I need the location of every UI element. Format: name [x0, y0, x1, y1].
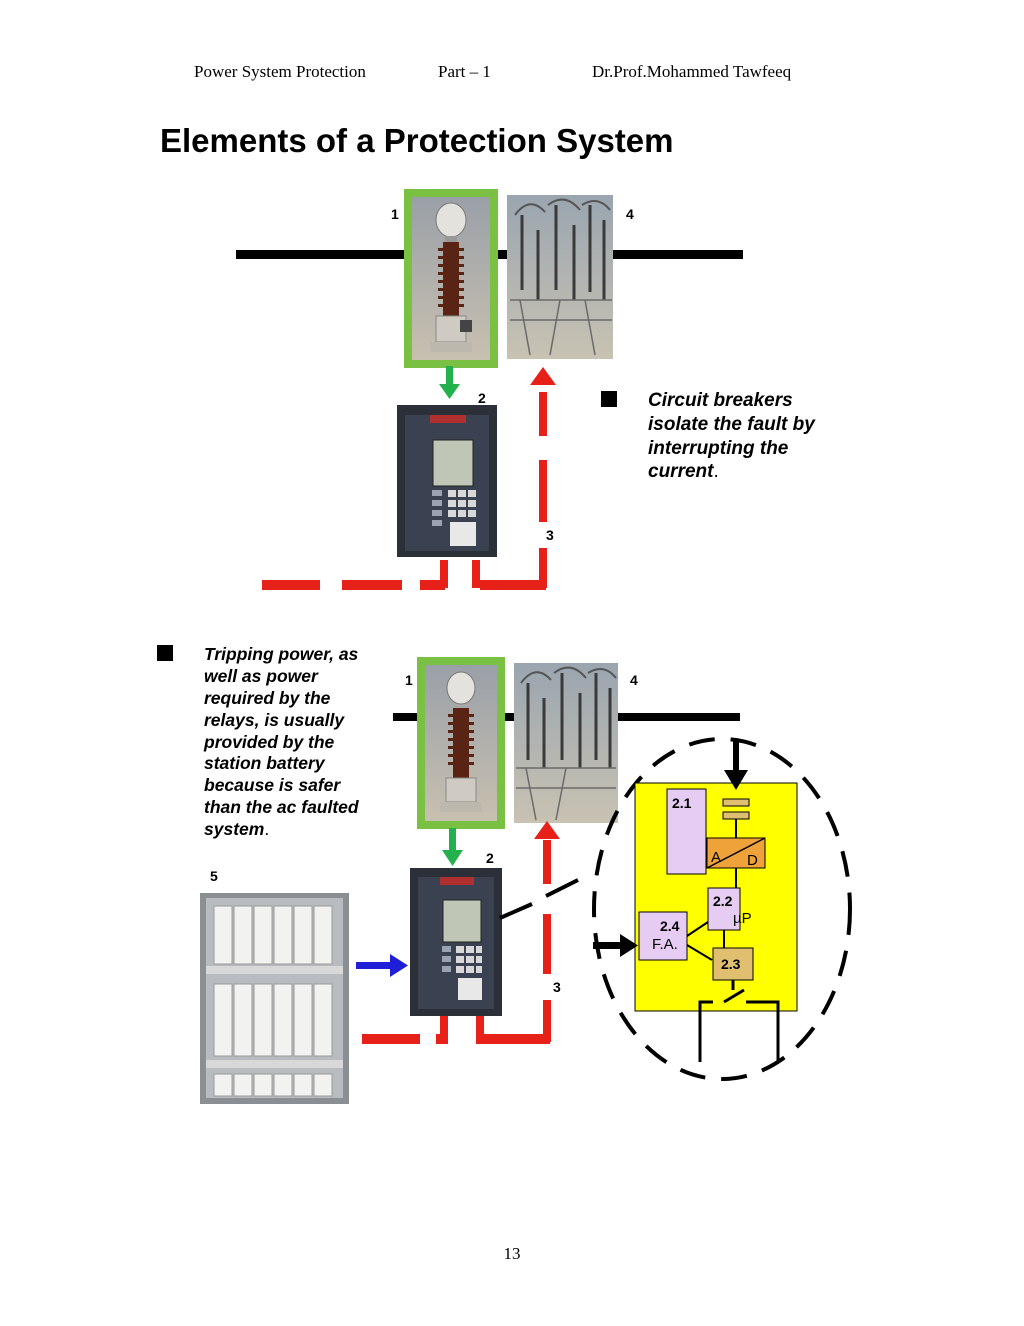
filter-amplifier-label: F.A.	[652, 936, 678, 953]
current-transformer-image	[404, 189, 498, 368]
bullet-line: Tripping power, as	[204, 644, 359, 664]
block-2-2-label: 2.2	[713, 893, 733, 909]
connector	[686, 944, 713, 961]
callout-line	[499, 878, 579, 920]
page-number: 13	[503, 1244, 521, 1263]
input-arrow-icon	[724, 740, 748, 790]
bullet-line: system	[204, 819, 265, 839]
protection-relay-image	[410, 868, 502, 1016]
label-current-transformer: 1	[405, 672, 413, 688]
block-2-2	[707, 887, 741, 931]
ad-converter-block	[706, 837, 766, 869]
page-title: Elements of a Protection System	[160, 122, 674, 159]
bullet-line: isolate the fault by	[648, 413, 815, 435]
block-2-3	[712, 947, 754, 981]
block-2-4-label: 2.4	[660, 918, 680, 934]
input-arrow-icon	[593, 934, 638, 957]
signal-arrow	[442, 828, 463, 866]
station-battery-image	[200, 893, 349, 1104]
zoom-ellipse	[592, 737, 852, 1081]
ad-a-label: A	[711, 849, 722, 866]
block-2-4	[638, 911, 688, 961]
label-circuit-breaker: 4	[630, 672, 638, 688]
label-relay: 2	[478, 390, 486, 406]
battery-supply-arrow	[356, 954, 408, 977]
trip-contact-icon	[698, 980, 780, 1062]
label-relay: 2	[486, 850, 494, 866]
bullet-line: interrupting the	[648, 437, 789, 459]
bullet-line: required by the	[204, 687, 331, 708]
signal-arrow	[439, 366, 460, 399]
bullet-marker	[601, 391, 617, 407]
header-course: Power System Protection	[194, 62, 366, 81]
input-transformer-icon	[722, 798, 750, 838]
bullet-line: station battery	[204, 753, 325, 774]
bullet-line: Circuit breakers	[648, 390, 793, 411]
label-station-battery: 5	[210, 868, 218, 884]
trip-circuit	[362, 821, 560, 1044]
ad-d-label: D	[747, 852, 758, 869]
bullet-end: .	[713, 461, 719, 483]
circuit-breaker-image	[507, 195, 613, 359]
bullet-line: well as power	[204, 665, 318, 686]
bullet-line: current	[648, 461, 714, 483]
label-trip-circuit: 3	[553, 979, 561, 995]
block-2-1-label: 2.1	[672, 795, 692, 811]
bullet-line: relays, is usually	[204, 709, 345, 730]
label-current-transformer: 1	[391, 206, 399, 222]
breaker-bullet-text: Circuit breakers isolate the fault by in…	[648, 389, 815, 484]
header-part: Part – 1	[438, 62, 491, 81]
microprocessor-label: µP	[733, 910, 752, 927]
current-transformer-image	[417, 657, 505, 829]
bullet-line: provided by the	[204, 731, 335, 752]
bullet-line: because is safer	[204, 775, 341, 796]
block-2-1	[666, 788, 707, 875]
bullet-end: .	[264, 819, 270, 839]
battery-bullet-text: Tripping power, as well as power require…	[204, 644, 359, 841]
block-2-3-label: 2.3	[721, 956, 741, 972]
label-circuit-breaker: 4	[626, 206, 634, 222]
trip-circuit	[262, 367, 556, 590]
bullet-marker	[157, 645, 173, 661]
circuit-breaker-image	[514, 663, 618, 823]
label-trip-circuit: 3	[546, 527, 554, 543]
header-author: Dr.Prof.Mohammed Tawfeeq	[592, 62, 792, 81]
connector	[686, 921, 709, 937]
bullet-line: than the ac faulted	[204, 797, 359, 818]
protection-relay-image	[397, 405, 497, 557]
